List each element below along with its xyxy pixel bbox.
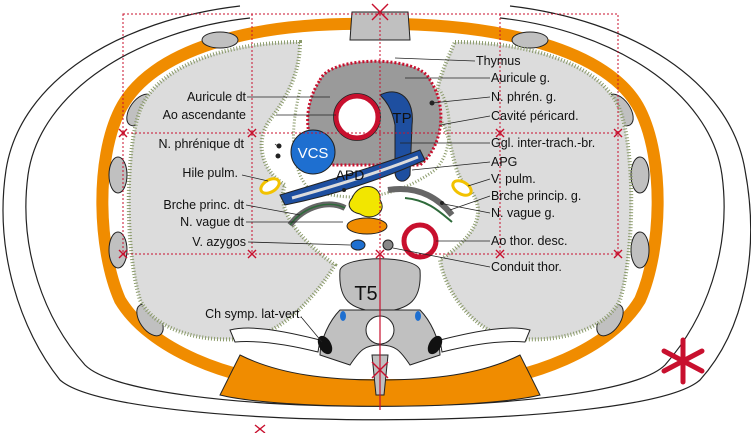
label-tp: TP xyxy=(392,110,411,127)
ascending-aorta xyxy=(336,96,378,138)
label-auricule-dt: Auricule dt xyxy=(187,90,247,104)
intertracheobronchial-node xyxy=(349,186,382,216)
label-auricule-g: Auricule g. xyxy=(491,71,550,85)
intercostal-vessel-right xyxy=(415,311,421,321)
label-hile-pulm: Hile pulm. xyxy=(182,166,238,180)
transverse-process-right xyxy=(440,328,530,352)
label-apg: APG xyxy=(491,155,517,169)
descending-aorta xyxy=(404,225,436,257)
label-n-vague-dt: N. vague dt xyxy=(180,215,244,229)
label-cavite-pericard: Cavité péricard. xyxy=(491,109,579,123)
azygos-vein xyxy=(351,240,365,250)
label-ggl-inter: Ggl. inter-trach.-br. xyxy=(491,136,595,150)
red-asterisk xyxy=(664,340,702,382)
label-ao-thor-desc: Ao thor. desc. xyxy=(491,234,567,248)
thoracic-duct xyxy=(383,240,393,250)
transverse-process-left xyxy=(230,328,320,352)
label-t5: T5 xyxy=(354,283,377,305)
label-v-azygos: V. azygos xyxy=(192,235,246,249)
label-vcs: VCS xyxy=(298,145,329,162)
label-n-vague-g: N. vague g. xyxy=(491,206,555,220)
label-conduit-thor: Conduit thor. xyxy=(491,260,562,274)
intercostal-vessel-left xyxy=(340,311,346,321)
label-ch-symp: Ch symp. lat-vert. xyxy=(205,307,303,321)
label-v-pulm: V. pulm. xyxy=(491,172,536,186)
label-n-phrenique-dt: N. phrénique dt xyxy=(159,137,245,151)
label-brche-princip-g: Brche princip. g. xyxy=(491,189,581,203)
label-brche-princ-dt: Brche princ. dt xyxy=(163,198,244,212)
esophagus xyxy=(347,218,387,234)
label-thymus: Thymus xyxy=(476,54,520,68)
label-ao-ascendante: Ao ascendante xyxy=(163,108,246,122)
label-n-phren-g: N. phrén. g. xyxy=(491,90,556,104)
label-apd: APD xyxy=(336,167,365,183)
